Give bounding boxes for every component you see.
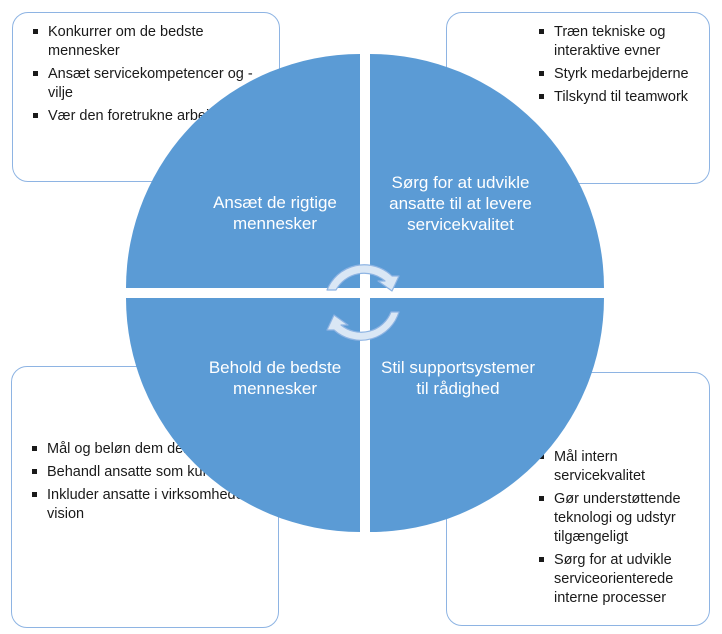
- list-item: Gør understøttende teknologi og udstyr t…: [534, 490, 709, 547]
- quadrant-label-support: Stil supportsystemer til rådighed: [381, 358, 535, 398]
- quadrant-label-retain: Behold de bedste mennesker: [208, 358, 342, 398]
- quadrant-label-hire: Ansæt de rigtige mennesker: [213, 193, 337, 233]
- list-item: Inkluder ansatte i virksomhedens vision: [27, 486, 278, 524]
- list-item: Tilskynd til teamwork: [534, 88, 709, 107]
- list-item: Mål intern servicekvalitet: [534, 448, 709, 486]
- list-item: Behandl ansatte som kunder: [27, 463, 278, 482]
- list-item: Sørg for at udvikle serviceorienterede i…: [534, 551, 709, 608]
- quadrant-top-right: [370, 54, 604, 288]
- cycle-arrows-icon: [326, 264, 400, 341]
- quadrant-bottom-right: [370, 298, 604, 532]
- quadrant-bottom-left: [126, 298, 360, 532]
- quadrant-label-develop: Sørg for at udvikle ansatte til at lever…: [389, 173, 532, 234]
- list-item: Træn tekniske og interaktive evner: [534, 23, 709, 61]
- list-item: Styrk medarbejderne: [534, 65, 709, 84]
- list-item: Konkurrer om de bedste mennesker: [28, 23, 269, 61]
- list-item: Ansæt servicekompetencer og -vilje: [28, 65, 269, 103]
- quadrant-top-left: [126, 54, 360, 288]
